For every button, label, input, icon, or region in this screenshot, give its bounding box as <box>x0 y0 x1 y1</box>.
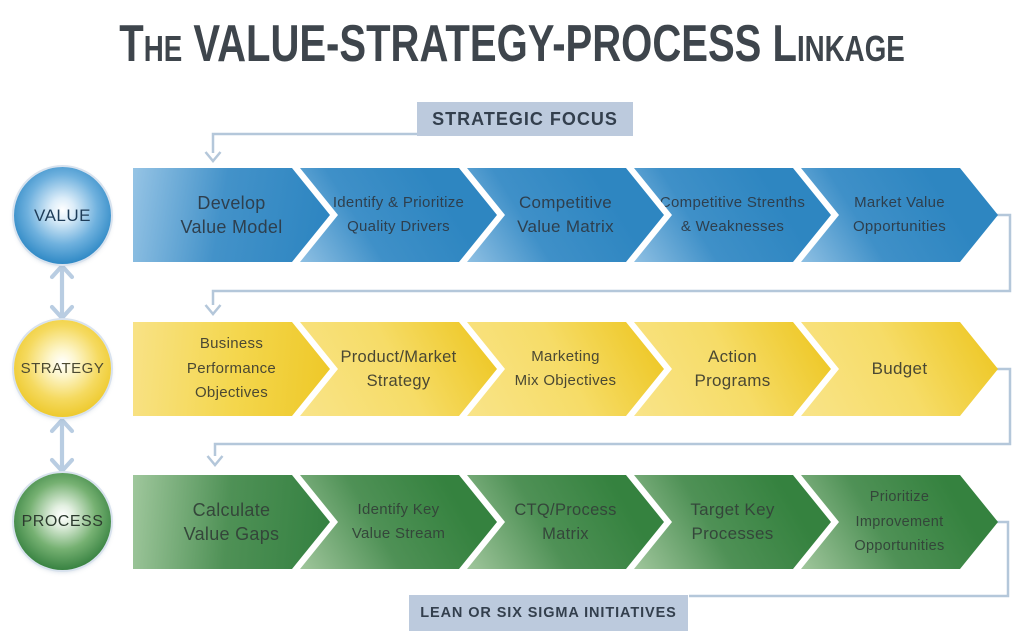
lean-six-sigma-label: LEAN OR SIX SIGMA INITIATIVES <box>409 595 688 631</box>
lean-six-sigma-text: LEAN OR SIX SIGMA INITIATIVES <box>420 605 677 621</box>
value-strategy-link-arrow-down <box>49 304 75 321</box>
process-circle: PROCESS <box>14 473 111 570</box>
chevron-business-performance-objectives: Business Performance Objectives <box>133 322 330 416</box>
strategy-circle: STRATEGY <box>14 320 111 417</box>
chevron-calculate-value-gaps: Calculate Value Gaps <box>133 475 330 569</box>
page-title: The VALUE-STRATEGY-PROCESS Linkage <box>119 15 905 73</box>
connector-strategy-to-process <box>213 367 1012 456</box>
strategy-process-link-arrow-up <box>49 417 75 434</box>
process-circle-label: PROCESS <box>21 512 104 530</box>
chevron-develop-value-model: Develop Value Model <box>133 168 330 262</box>
arrowhead-into-strategy-row <box>204 304 222 316</box>
strategic-focus-text: STRATEGIC FOCUS <box>432 108 618 129</box>
value-circle: VALUE <box>14 167 111 264</box>
arrowhead-into-process-row <box>206 455 224 467</box>
strategy-process-link-arrow-down <box>49 457 75 474</box>
connector-value-to-strategy <box>211 213 1012 305</box>
connector-process-to-lean <box>689 520 1010 598</box>
connector-focus-to-value <box>211 132 417 153</box>
arrowhead-into-value-row <box>204 151 222 163</box>
strategic-focus-label: STRATEGIC FOCUS <box>417 102 633 136</box>
value-circle-label: VALUE <box>34 205 91 225</box>
strategy-circle-label: STRATEGY <box>20 360 105 377</box>
value-strategy-link-arrow-up <box>49 263 75 280</box>
